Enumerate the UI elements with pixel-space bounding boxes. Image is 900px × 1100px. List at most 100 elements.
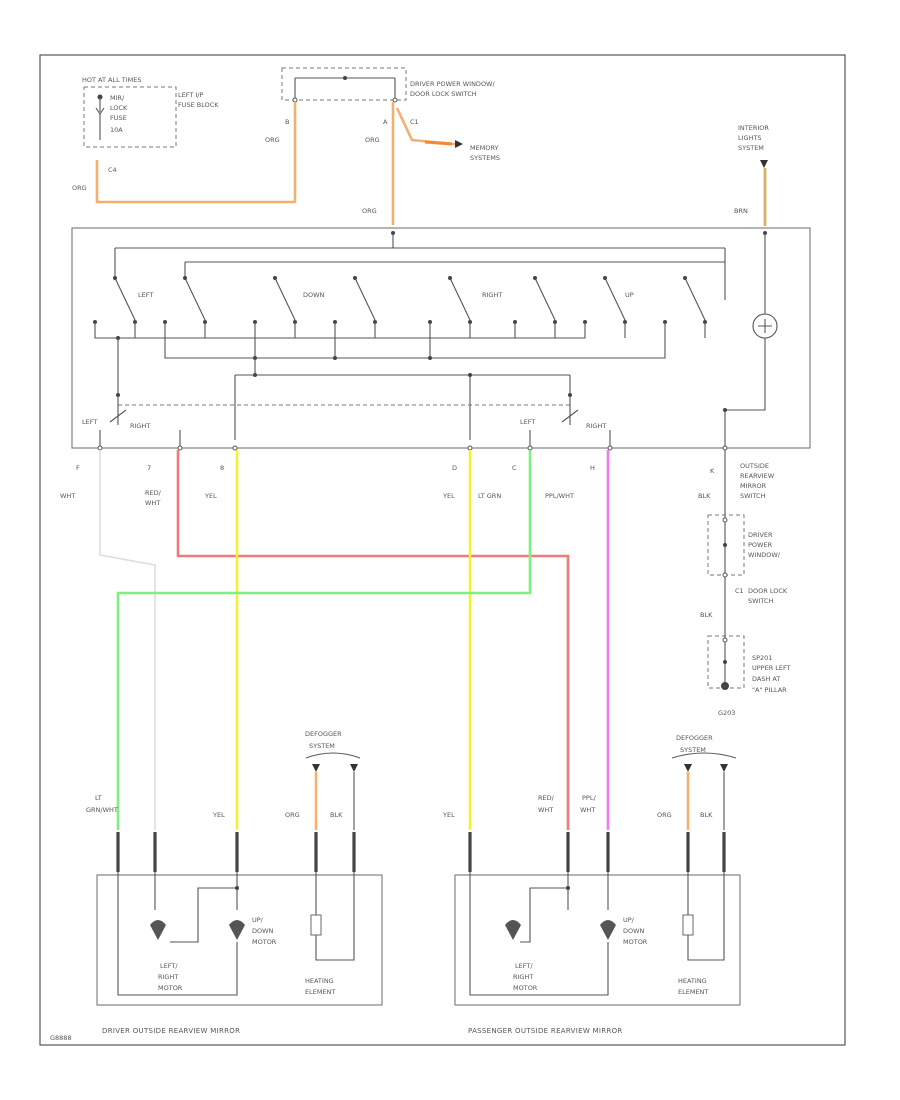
pass-ud-2: DOWN <box>623 927 645 935</box>
driver-mirror-box <box>96 874 383 1006</box>
wire-org-memory <box>395 107 456 146</box>
selector-switch-r <box>561 395 579 425</box>
interior-label-2: LIGHTS <box>738 134 762 142</box>
defogger-r-bracket <box>671 752 737 759</box>
mirror-connectors <box>116 832 726 872</box>
top-switch-node <box>343 76 347 80</box>
wire-org-fuse <box>95 102 297 204</box>
c4-label: C4 <box>108 166 117 174</box>
fuse-label-3: FUSE <box>110 114 127 122</box>
pin-a-label: A <box>383 118 388 126</box>
outside-mirror-switch-box <box>71 227 811 449</box>
pin-c-label: C <box>512 464 517 472</box>
ground-pin-1 <box>722 517 728 523</box>
sel-left-a: LEFT <box>82 418 97 426</box>
splice-pin <box>722 637 728 643</box>
lt-grn-wht-1: LT <box>95 794 102 802</box>
corner-code: G8888 <box>50 1034 72 1042</box>
top-switch-pin-a <box>392 97 398 103</box>
node-c <box>428 356 432 360</box>
switch-wiring-1 <box>94 322 586 339</box>
node-b <box>333 356 337 360</box>
pass-heat-1: HEATING <box>678 977 707 985</box>
defogger-l-arrow-2 <box>350 764 358 772</box>
outer-frame <box>39 54 846 1046</box>
fuse-block-label-1: LEFT I/P <box>178 91 203 99</box>
driver-ud-1: UP/ <box>252 916 264 924</box>
dwdl-bot-3: WINDOW/ <box>748 551 781 559</box>
org-a-label: ORG <box>365 136 380 144</box>
ground-node-1 <box>723 543 727 547</box>
defogger-r-2: SYSTEM <box>680 746 706 754</box>
passenger-mirror-box <box>454 874 741 1006</box>
passenger-lr-motor-icon <box>505 920 521 940</box>
defogger-l-1: DEFOGGER <box>305 730 342 738</box>
wire-org-memory-dark <box>424 140 453 146</box>
interior-arrow-icon <box>760 160 768 168</box>
brn-label: BRN <box>734 207 748 215</box>
ground-pin-2 <box>722 572 728 578</box>
pass-lr-2: RIGHT <box>513 973 533 981</box>
ppl-wht-label: PPL/WHT <box>545 492 574 500</box>
outside-switch-2: REARVIEW <box>740 472 775 480</box>
sel-right-b: RIGHT <box>586 422 606 430</box>
fuse-block-label-2: FUSE BLOCK <box>178 101 219 109</box>
defogger-r-arrow-1 <box>684 764 692 772</box>
interior-label-1: INTERIOR <box>738 124 769 132</box>
yel-label-1: YEL <box>204 492 217 500</box>
node-f <box>468 373 472 377</box>
top-switch-pin-b <box>292 97 298 103</box>
pass-lr-1: LEFT/ <box>515 962 533 970</box>
switch-levers <box>114 277 706 321</box>
outside-switch-3: MIRROR <box>740 482 767 490</box>
wire-wht <box>99 450 156 830</box>
outside-switch-4: SWITCH <box>740 492 766 500</box>
blk-l-label: BLK <box>330 811 343 819</box>
pass-ud-3: MOTOR <box>623 938 648 946</box>
memory-label-2: SYSTEMS <box>470 154 500 162</box>
c1-bottom-label: C1 <box>735 587 744 595</box>
sw-down-label: DOWN <box>303 291 325 299</box>
org-b-label: ORG <box>265 136 280 144</box>
driver-ud-3: MOTOR <box>252 938 277 946</box>
memory-label-1: MEMORY <box>470 144 499 152</box>
top-switch-bus <box>294 77 396 100</box>
org-switch-label: ORG <box>362 207 377 215</box>
pass-heat-2: ELEMENT <box>678 988 708 996</box>
interior-label-3: SYSTEM <box>738 144 764 152</box>
driver-lr-2: RIGHT <box>158 973 178 981</box>
org-r-label: ORG <box>657 811 672 819</box>
yel-label-4: YEL <box>442 811 455 819</box>
pin-7-label: 7 <box>147 464 151 472</box>
red-ppl-4: WHT <box>580 806 595 814</box>
passenger-node <box>566 886 570 890</box>
pin-k-label: K <box>710 467 715 475</box>
wire-lt-grn <box>116 450 532 830</box>
defogger-l-2: SYSTEM <box>309 742 335 750</box>
driver-heat-2: ELEMENT <box>305 988 335 996</box>
fuse-block <box>83 86 177 148</box>
dwdl-bot-4: DOOR LOCK <box>748 587 788 595</box>
dwdl-top-label-2: DOOR LOCK SWITCH <box>410 90 477 98</box>
dwdl-bot-1: DRIVER <box>748 531 773 539</box>
dwdl-bot-5: SWITCH <box>748 597 774 605</box>
switch-wiring-4 <box>117 338 571 440</box>
driver-lr-motor-icon <box>150 920 166 940</box>
driver-mirror-title: DRIVER OUTSIDE REARVIEW MIRROR <box>102 1027 240 1035</box>
passenger-ud-motor-icon <box>600 920 616 940</box>
dwdl-top-label-1: DRIVER POWER WINDOW/ <box>410 80 495 88</box>
driver-node <box>235 886 239 890</box>
passenger-mirror-title: PASSENGER OUTSIDE REARVIEW MIRROR <box>468 1027 623 1035</box>
node-e <box>253 373 257 377</box>
yel-label-2: YEL <box>442 492 455 500</box>
yel-label-3: YEL <box>212 811 225 819</box>
sp-label-4: "A" PILLAR <box>752 686 787 694</box>
lamp-filament <box>758 319 772 333</box>
fuse-label-2: LOCK <box>110 104 128 112</box>
red-ppl-2: WHT <box>538 806 553 814</box>
hot-at-all-times-label: HOT AT ALL TIMES <box>82 76 142 84</box>
org-fuse-label: ORG <box>72 184 87 192</box>
red-ppl-1: RED/ <box>538 794 555 802</box>
fuse-element <box>95 97 105 140</box>
